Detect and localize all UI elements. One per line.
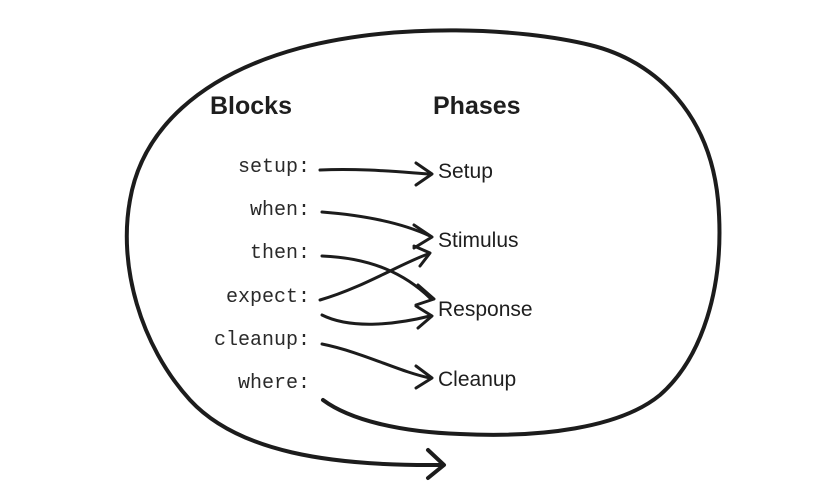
block-cleanup-label: cleanup:: [213, 329, 310, 352]
block-then-label: then:: [249, 242, 310, 265]
block-expect-label: expect:: [225, 286, 310, 309]
arrowhead-then: [414, 283, 436, 307]
arrow-then-to-response: [320, 254, 432, 300]
loop-arrowhead: [426, 448, 446, 480]
arrow-when-to-stimulus: [320, 210, 432, 238]
phase-response-label: Response: [438, 298, 533, 321]
phase-cleanup-label: Cleanup: [438, 368, 517, 391]
arrow-expect-to-stimulus: [318, 252, 430, 302]
blocks-heading: Blocks: [210, 92, 292, 120]
arrow-cleanup-to-cleanup: [320, 342, 432, 380]
phase-setup-label: Setup: [438, 160, 493, 183]
arrow-setup-to-setup: [318, 167, 432, 176]
arrowhead-expect-up: [412, 244, 432, 268]
arrowhead-cleanup: [414, 364, 434, 390]
enclosing-loop: [124, 28, 722, 468]
block-when-label: when:: [249, 199, 310, 222]
arrowhead-setup: [414, 161, 434, 187]
arrowhead-expect-down: [414, 304, 434, 330]
arrow-expect-to-response: [320, 313, 432, 326]
phases-heading: Phases: [433, 92, 521, 120]
arrowhead-when: [412, 223, 434, 250]
block-where-label: where:: [237, 372, 310, 395]
block-setup-label: setup:: [237, 156, 310, 179]
phase-stimulus-label: Stimulus: [438, 229, 519, 252]
